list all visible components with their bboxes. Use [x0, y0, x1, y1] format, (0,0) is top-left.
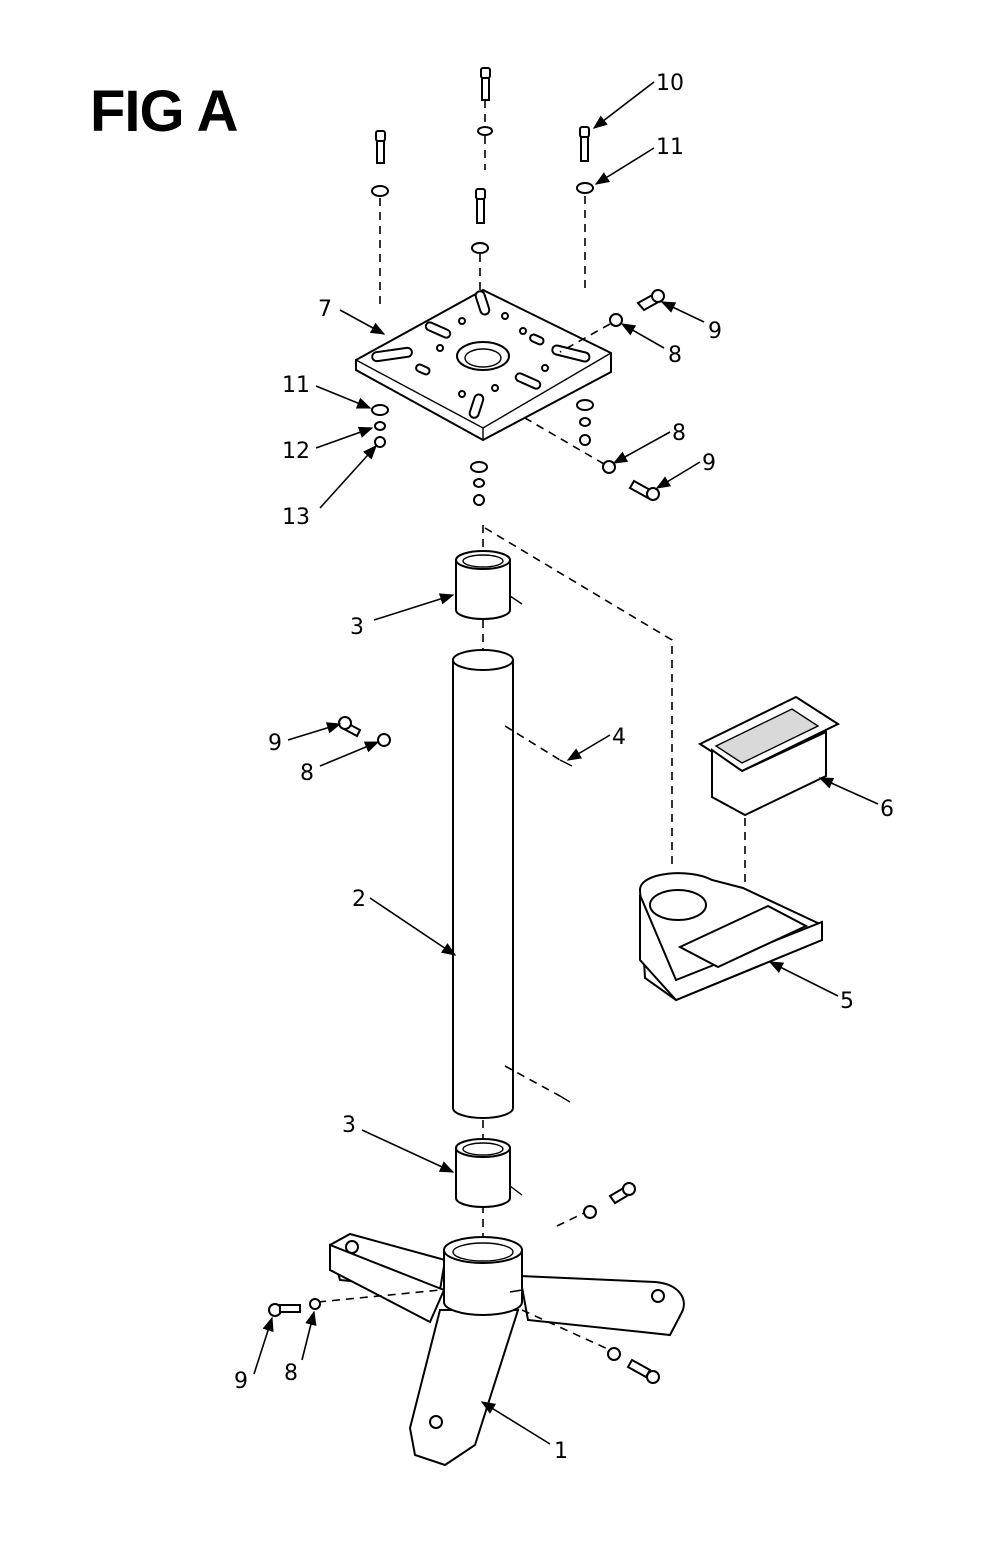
callout-11: 11 — [656, 135, 684, 160]
callout-13: 13 — [282, 505, 310, 530]
bolt-top-middle — [471, 188, 489, 296]
callout-8: 8 — [672, 421, 686, 446]
callout-9: 9 — [702, 451, 716, 476]
storage-tray — [697, 695, 841, 817]
left-screw-pair — [338, 716, 391, 747]
callout-11: 11 — [282, 373, 310, 398]
column-tube — [452, 649, 573, 1119]
callout-2: 2 — [352, 887, 366, 912]
leader-lines — [253, 81, 879, 1445]
base-hardware — [268, 1182, 660, 1384]
callout-9: 9 — [708, 319, 722, 344]
callout-12: 12 — [282, 439, 310, 464]
figure-title: FIG A — [90, 79, 239, 144]
callout-8: 8 — [300, 761, 314, 786]
lower-bushing — [455, 1138, 523, 1208]
callout-6: 6 — [880, 797, 894, 822]
upper-bushing — [455, 550, 523, 620]
callout-3: 3 — [342, 1113, 356, 1138]
bolt-top-left — [371, 130, 389, 306]
callout-9: 9 — [268, 731, 282, 756]
callout-4: 4 — [612, 725, 626, 750]
callout-7: 7 — [318, 297, 332, 322]
callout-labels: 10 11 7 9 8 11 12 13 8 9 3 9 8 4 6 2 5 3… — [234, 71, 894, 1464]
bolt-top-center — [477, 67, 493, 170]
callout-3: 3 — [350, 615, 364, 640]
callout-9: 9 — [234, 1369, 248, 1394]
callout-8: 8 — [284, 1361, 298, 1386]
tripod-base — [328, 1232, 685, 1467]
plate-under-hardware — [371, 289, 665, 506]
bolt-top-right — [576, 126, 594, 292]
tray-bracket — [638, 872, 823, 1002]
top-bolts-group — [371, 67, 594, 306]
top-mounting-plate — [355, 288, 612, 442]
callout-8: 8 — [668, 343, 682, 368]
callout-1: 1 — [554, 1439, 568, 1464]
callout-5: 5 — [840, 989, 854, 1014]
callout-10: 10 — [656, 71, 684, 96]
